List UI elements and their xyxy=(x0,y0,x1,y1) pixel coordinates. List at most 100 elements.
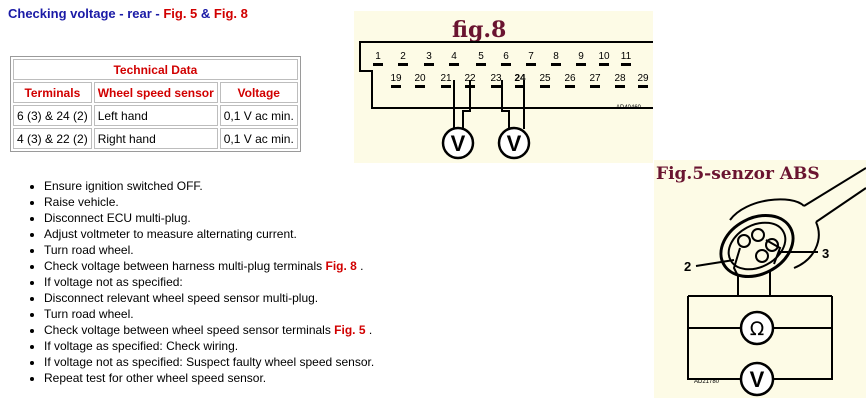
step-text: If voltage not as specified: Suspect fau… xyxy=(44,355,375,369)
pin-number: 10 xyxy=(598,51,610,62)
pin-slot xyxy=(398,63,408,66)
pin-slot xyxy=(441,85,451,88)
meter-label: V xyxy=(750,367,765,392)
step-tail: . xyxy=(356,259,364,273)
pin-slot xyxy=(621,63,631,66)
terminal-label-2: 2 xyxy=(684,259,691,274)
pin-slot xyxy=(373,63,383,66)
pin-slot xyxy=(476,63,486,66)
ohmmeter-icon: Ω xyxy=(739,310,775,346)
pin-slot xyxy=(551,63,561,66)
fig5-title: Fig.5-senzor ABS xyxy=(656,164,820,184)
pin-number: 11 xyxy=(621,51,632,62)
pin-slot xyxy=(638,85,648,88)
header-wheel-speed-sensor: Wheel speed sensor xyxy=(93,82,218,103)
ohm-label: Ω xyxy=(750,318,765,340)
table-row: 4 (3) & 22 (2) Right hand 0,1 V ac min. xyxy=(13,128,298,149)
meter-label: V xyxy=(451,131,466,156)
pin-number: 20 xyxy=(414,73,426,84)
pin-number: 2 xyxy=(400,51,406,62)
list-item: Turn road wheel. xyxy=(44,242,374,258)
pin-slot xyxy=(565,85,575,88)
step-text: If voltage not as specified: xyxy=(44,275,183,289)
pin-number: 21 xyxy=(440,73,452,84)
pin-number: 6 xyxy=(503,51,509,62)
pin-slot xyxy=(424,63,434,66)
pin-slot xyxy=(599,63,609,66)
step-text: Check voltage between wheel speed sensor… xyxy=(44,323,335,337)
title-amp: & xyxy=(197,6,214,21)
pin-number: 5 xyxy=(478,51,484,62)
procedure-steps: Ensure ignition switched OFF. Raise vehi… xyxy=(28,178,374,386)
connector-outline xyxy=(359,41,653,109)
cell-terminals: 4 (3) & 22 (2) xyxy=(13,128,92,149)
cell-voltage: 0,1 V ac min. xyxy=(219,128,298,149)
voltmeter-icon: V xyxy=(497,126,531,160)
step-text: Check voltage between harness multi-plug… xyxy=(44,259,326,273)
step-text: Adjust voltmeter to measure alternating … xyxy=(44,227,297,241)
pin-slot xyxy=(415,85,425,88)
pin-slot xyxy=(449,63,459,66)
header-terminals: Terminals xyxy=(13,82,92,103)
title-fig8-link[interactable]: Fig. 8 xyxy=(213,6,248,21)
list-item: Turn road wheel. xyxy=(44,306,374,322)
list-item: If voltage not as specified: xyxy=(44,274,374,290)
list-item: Disconnect ECU multi-plug. xyxy=(44,210,374,226)
pin-slot xyxy=(540,85,550,88)
title-sub: - rear - xyxy=(115,6,164,21)
fig5-link[interactable]: Fig. 5 xyxy=(334,323,366,337)
step-text: Disconnect ECU multi-plug. xyxy=(44,211,191,225)
title-main: Checking voltage xyxy=(8,6,116,21)
step-tail: . xyxy=(365,323,373,337)
header-voltage: Voltage xyxy=(219,82,298,103)
pin-number: 24 xyxy=(514,73,526,84)
pin-slot xyxy=(576,63,586,66)
step-text: Disconnect relevant wheel speed sensor m… xyxy=(44,291,319,305)
page-title: Checking voltage - rear - Fig. 5 & Fig. … xyxy=(8,6,248,21)
pin-number: 29 xyxy=(637,73,649,84)
lead-wire xyxy=(501,80,510,129)
pin-number: 1 xyxy=(375,51,381,62)
cell-sensor: Left hand xyxy=(93,105,218,126)
pin-number: 19 xyxy=(390,73,402,84)
pin-number: 3 xyxy=(426,51,432,62)
title-fig5-link[interactable]: Fig. 5 xyxy=(163,6,198,21)
list-item: Disconnect relevant wheel speed sensor m… xyxy=(44,290,374,306)
voltmeter-icon: V xyxy=(441,126,475,160)
voltmeter-icon: V xyxy=(739,361,775,397)
pin-number: 9 xyxy=(578,51,584,62)
pin-number: 26 xyxy=(564,73,576,84)
fig5-code: AD21780 xyxy=(694,379,720,385)
list-item: If voltage not as specified: Suspect fau… xyxy=(44,354,374,370)
fig8-title: fig.8 xyxy=(452,17,506,43)
sensor-body xyxy=(687,167,866,380)
pin-number: 4 xyxy=(451,51,457,62)
pin-slot xyxy=(491,85,501,88)
step-text: Ensure ignition switched OFF. xyxy=(44,179,203,193)
step-text: Turn road wheel. xyxy=(44,243,134,257)
step-text: If voltage as specified: Check wiring. xyxy=(44,339,239,353)
pin-slot xyxy=(515,85,525,88)
list-item: Raise vehicle. xyxy=(44,194,374,210)
lead-wire xyxy=(462,80,471,129)
step-text: Turn road wheel. xyxy=(44,307,134,321)
pin-number: 27 xyxy=(589,73,601,84)
fig8-link[interactable]: Fig. 8 xyxy=(325,259,357,273)
terminal-label-3: 3 xyxy=(822,246,829,261)
table-caption: Technical Data xyxy=(13,59,298,80)
technical-data-table: Technical Data Terminals Wheel speed sen… xyxy=(10,56,301,152)
step-text: Repeat test for other wheel speed sensor… xyxy=(44,371,267,385)
pin-slot xyxy=(391,85,401,88)
pin-number: 7 xyxy=(528,51,534,62)
cell-terminals: 6 (3) & 24 (2) xyxy=(13,105,92,126)
list-item: Repeat test for other wheel speed sensor… xyxy=(44,370,374,386)
list-item: Ensure ignition switched OFF. xyxy=(44,178,374,194)
list-item: Check voltage between harness multi-plug… xyxy=(44,258,374,274)
cell-voltage: 0,1 V ac min. xyxy=(219,105,298,126)
fig8-code: AD40460 xyxy=(616,105,642,111)
figure-5: Fig.5-senzor ABS 2 3 xyxy=(654,160,866,398)
pin-number: 25 xyxy=(539,73,551,84)
pin-slot xyxy=(526,63,536,66)
meter-label: V xyxy=(507,131,522,156)
